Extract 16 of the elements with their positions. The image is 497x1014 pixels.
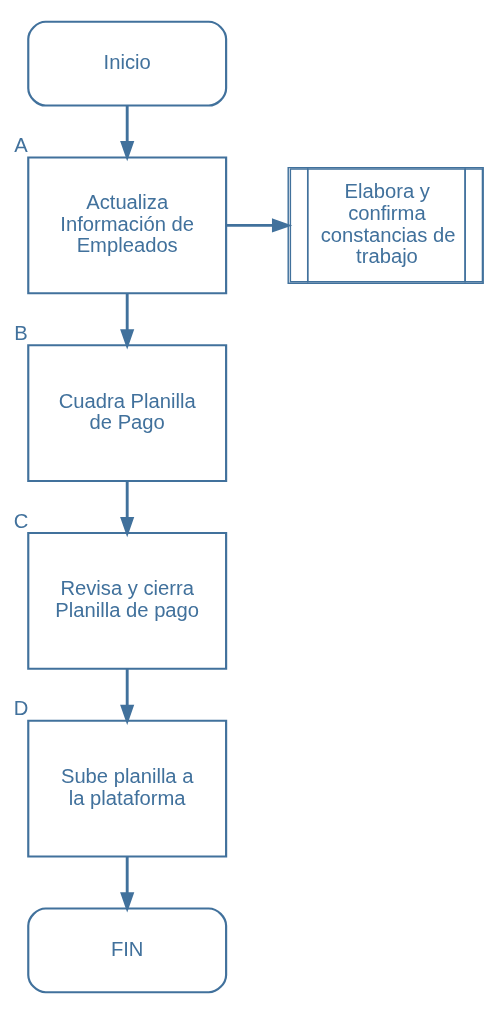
node-label: B (14, 321, 28, 344)
node-box: Sube planilla a la plataforma (27, 719, 228, 858)
node-box: Revisa y cierra Planilla de pago (27, 531, 228, 670)
node-box: Actualiza Información de Empleados (27, 156, 228, 295)
node-box: FIN (27, 907, 228, 994)
arrow (120, 105, 135, 162)
node-box: Cuadra Planilla de Pago (27, 344, 228, 483)
node-box: Inicio (27, 20, 228, 107)
arrow (120, 856, 135, 913)
node-label: C (13, 509, 29, 532)
arrow (226, 218, 293, 233)
node-label: D (13, 697, 29, 720)
arrow (120, 669, 135, 725)
arrow (120, 481, 135, 538)
arrow (120, 293, 135, 350)
node-label: A (14, 134, 28, 157)
